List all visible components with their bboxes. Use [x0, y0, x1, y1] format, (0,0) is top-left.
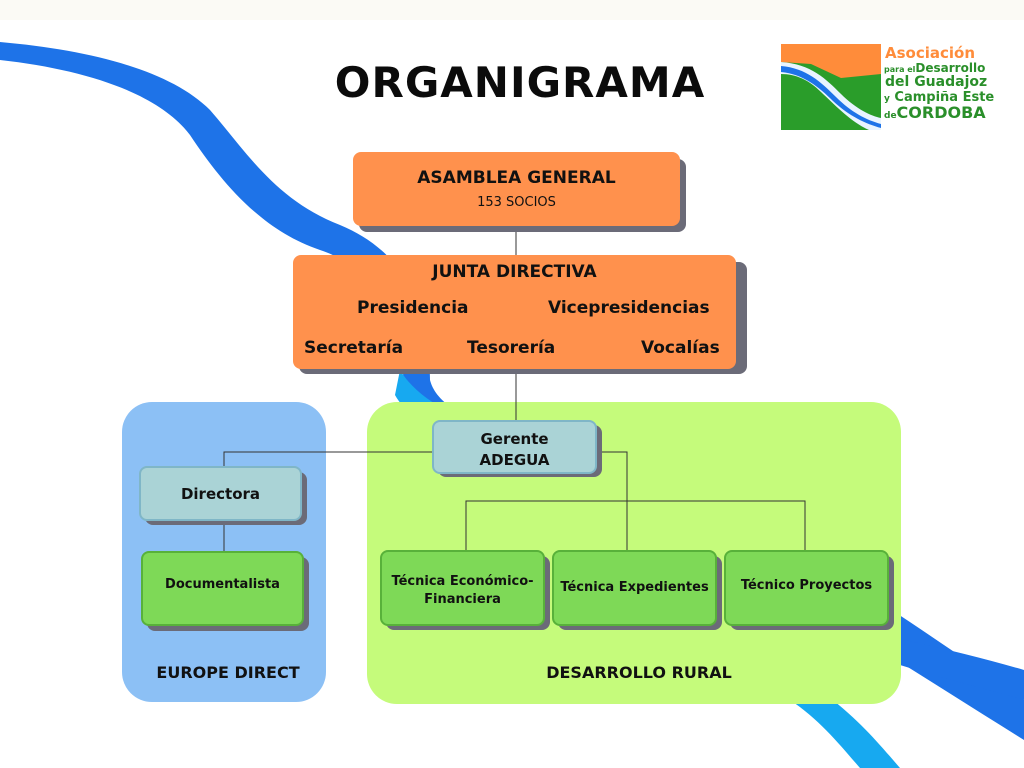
tecnica-economico-line-1: Técnica Económico- [391, 574, 534, 589]
documentalista-box: Documentalista [141, 551, 304, 626]
junta-secretaria: Secretaría [304, 338, 404, 358]
junta-tesoreria: Tesorería [467, 338, 556, 358]
junta-vocalias: Vocalías [641, 338, 720, 358]
gerente-box: Gerente ADEGUA [432, 420, 597, 474]
page-title: ORGANIGRAMA [334, 58, 706, 107]
europe-direct-label: EUROPE DIRECT [156, 663, 300, 682]
documentalista-label: Documentalista [165, 577, 280, 592]
logo-line-4: y Campiña Este [884, 90, 995, 105]
tecnica-economico-line-2: Financiera [424, 592, 501, 607]
logo-line-3: del Guadajoz [885, 74, 988, 90]
junta-presidencia: Presidencia [357, 298, 469, 318]
gerente-line-1: Gerente [480, 430, 549, 448]
asamblea-subtitle: 153 SOCIOS [477, 195, 556, 210]
junta-vicepresidencias: Vicepresidencias [548, 298, 710, 318]
tecnico-proyectos-label: Técnico Proyectos [740, 578, 873, 593]
asamblea-title: ASAMBLEA GENERAL [417, 168, 616, 188]
logo-line-1: Asociación [885, 44, 976, 62]
directora-label: Directora [180, 485, 261, 503]
junta-title: JUNTA DIRECTIVA [432, 262, 597, 282]
tecnica-expedientes-label: Técnica Expedientes [560, 580, 709, 595]
adegua-logo: Asociación para elDesarrollo del Guadajo… [781, 44, 1001, 130]
gerente-line-2: ADEGUA [479, 451, 550, 469]
tecnica-expedientes-box: Técnica Expedientes [552, 550, 717, 626]
directora-box: Directora [139, 466, 302, 521]
logo-emblem-icon [781, 44, 881, 130]
logo-line-5: deCORDOBA [884, 103, 986, 122]
logo-line-2: para elDesarrollo [884, 61, 986, 75]
logo-text: Asociación para elDesarrollo del Guadajo… [881, 44, 1001, 130]
junta-directiva-box: JUNTA DIRECTIVA Presidencia Vicepresiden… [293, 255, 736, 369]
asamblea-general-box: ASAMBLEA GENERAL 153 SOCIOS [353, 152, 680, 226]
desarrollo-rural-label: DESARROLLO RURAL [546, 663, 732, 682]
top-band [0, 0, 1024, 20]
tecnico-proyectos-box: Técnico Proyectos [724, 550, 889, 626]
tecnica-economico-box: Técnica Económico- Financiera [380, 550, 545, 626]
